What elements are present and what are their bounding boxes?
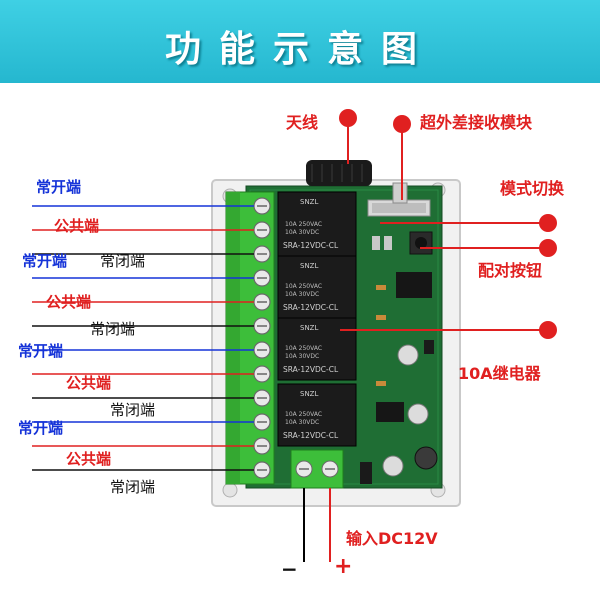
capacitor-2 (407, 403, 429, 425)
label-no-2: 常开端 (22, 252, 68, 270)
svg-text:SRA-12VDC-CL: SRA-12VDC-CL (283, 303, 339, 312)
ic-chip (396, 272, 432, 298)
title-banner: 功能示意图 (0, 0, 600, 83)
inductor (414, 446, 438, 470)
capacitor-1 (397, 344, 419, 366)
capacitor-3 (382, 455, 404, 477)
svg-text:SNZL: SNZL (300, 262, 318, 270)
label-com-4: 公共端 (66, 450, 112, 468)
svg-text:SRA-12VDC-CL: SRA-12VDC-CL (283, 365, 339, 374)
antenna-dot (339, 109, 357, 127)
label-no-3: 常开端 (18, 342, 64, 360)
label-com-2: 公共端 (46, 293, 92, 311)
label-pair-button: 配对按钮 (478, 261, 543, 280)
label-no-1: 常开端 (36, 178, 82, 196)
svg-text:SNZL: SNZL (300, 198, 318, 206)
relay-3: SNZL 10A 250VAC 10A 30VDC SRA-12VDC-CL (277, 317, 357, 381)
label-no-4: 常开端 (18, 419, 64, 437)
label-nc-2: 常闭端 (90, 320, 136, 338)
mode-dot (539, 214, 557, 232)
svg-text:10A 30VDC: 10A 30VDC (285, 353, 319, 360)
relay-2: SNZL 10A 250VAC 10A 30VDC SRA-12VDC-CL (277, 255, 357, 319)
svg-text:10A 250VAC: 10A 250VAC (285, 283, 322, 290)
label-nc-4: 常闭端 (110, 478, 156, 496)
receiver-dot (393, 115, 411, 133)
svg-text:10A 250VAC: 10A 250VAC (285, 345, 322, 352)
svg-text:SRA-12VDC-CL: SRA-12VDC-CL (283, 431, 339, 440)
label-nc-1: 常闭端 (100, 252, 146, 270)
pair-dot (539, 239, 557, 257)
label-minus: − (281, 557, 298, 581)
svg-text:10A 250VAC: 10A 250VAC (285, 411, 322, 418)
label-antenna: 天线 (286, 113, 319, 132)
label-com-3: 公共端 (66, 374, 112, 392)
svg-text:10A 250VAC: 10A 250VAC (285, 221, 322, 228)
svg-text:SNZL: SNZL (300, 390, 318, 398)
label-power-input: 输入DC12V (346, 529, 438, 548)
svg-text:10A 30VDC: 10A 30VDC (285, 419, 319, 426)
label-receiver-module: 超外差接收模块 (420, 113, 533, 132)
label-nc-3: 常闭端 (110, 401, 156, 419)
svg-text:10A 30VDC: 10A 30VDC (285, 291, 319, 298)
label-com-1: 公共端 (54, 217, 100, 235)
label-relay: 10A继电器 (458, 364, 541, 383)
label-plus: + (334, 554, 353, 579)
ic-chip-2 (376, 402, 404, 422)
svg-text:10A 30VDC: 10A 30VDC (285, 229, 319, 236)
svg-text:SNZL: SNZL (300, 324, 318, 332)
relay-4: SNZL 10A 250VAC 10A 30VDC SRA-12VDC-CL (277, 383, 357, 447)
banner-title: 功能示意图 (164, 29, 435, 70)
relay-1: SNZL 10A 250VAC 10A 30VDC SRA-12VDC-CL (277, 191, 357, 259)
mount-hole-bl (222, 482, 238, 498)
label-mode-switch: 模式切换 (500, 179, 565, 198)
relay-dot (539, 321, 557, 339)
svg-text:SRA-12VDC-CL: SRA-12VDC-CL (283, 241, 339, 250)
